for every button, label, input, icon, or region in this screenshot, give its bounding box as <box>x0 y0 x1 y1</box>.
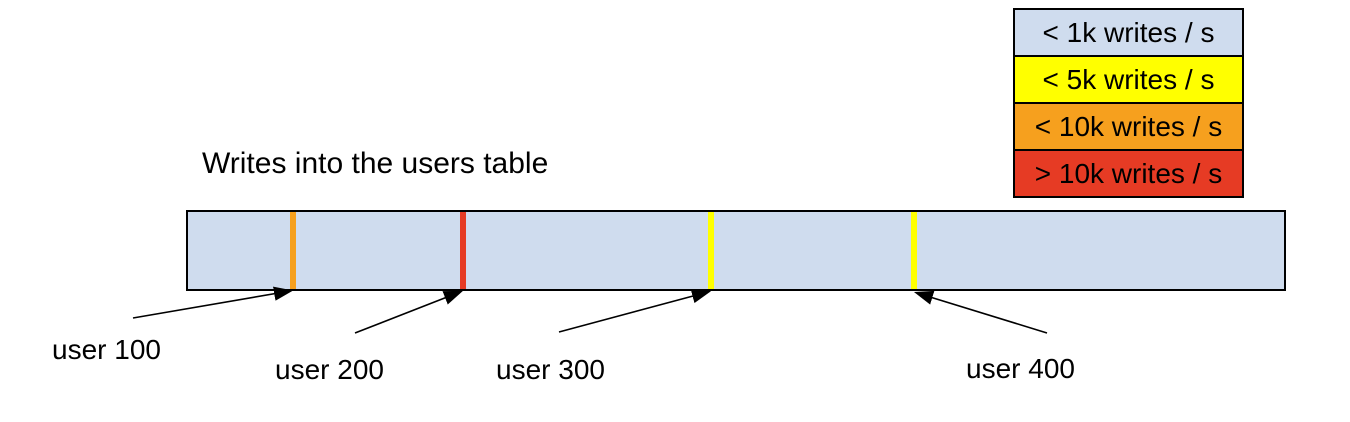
bar-marker-line <box>911 212 917 289</box>
bar-marker-line <box>460 212 466 289</box>
legend-item: < 10k writes / s <box>1013 102 1244 151</box>
user-label: user 200 <box>275 354 384 385</box>
legend-item: < 5k writes / s <box>1013 55 1244 104</box>
annotation-arrow <box>558 289 712 333</box>
user-label: user 400 <box>966 353 1075 384</box>
bar-marker-line <box>708 212 714 289</box>
users-table-bar <box>186 210 1286 291</box>
legend-item-label: < 5k writes / s <box>1042 63 1215 95</box>
annotation-arrow <box>354 290 463 334</box>
bar-marker-line <box>290 212 296 289</box>
legend-item-label: < 10k writes / s <box>1034 110 1223 142</box>
annotation-arrow <box>913 290 1048 334</box>
user-label: user 100 <box>52 334 161 365</box>
legend-item: > 10k writes / s <box>1013 149 1244 198</box>
diagram-title: Writes into the users table <box>202 147 549 180</box>
legend-item-label: > 10k writes / s <box>1034 157 1223 189</box>
legend-item: < 1k writes / s <box>1013 8 1244 57</box>
write-rate-legend: < 1k writes / s < 5k writes / s < 10k writ… <box>1013 8 1244 198</box>
user-label: user 300 <box>496 354 605 385</box>
legend-item-label: < 1k writes / s <box>1042 16 1215 48</box>
annotation-arrow <box>132 286 294 319</box>
